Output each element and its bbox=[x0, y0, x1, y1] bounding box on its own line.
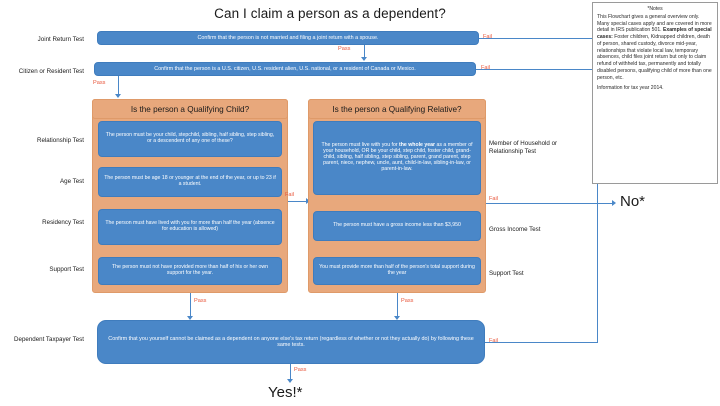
connector-joint-fail-h bbox=[479, 38, 598, 39]
label-dependent-taxpayer-test: Dependent Taxpayer Test bbox=[14, 336, 84, 343]
connector-qr-fail-h bbox=[486, 203, 597, 204]
label-support-test-right: Support Test bbox=[489, 270, 524, 277]
label-support-test-left: Support Test bbox=[49, 266, 84, 273]
edge-label-final-fail: Fail bbox=[489, 338, 499, 344]
edge-label-final-pass: Pass bbox=[294, 367, 307, 373]
edge-label-qc-fail: Fail bbox=[285, 192, 295, 198]
label-gross-income-test: Gross Income Test bbox=[489, 226, 541, 233]
box-qr-member-household-test[interactable]: The person must live with you for the wh… bbox=[313, 121, 481, 195]
edge-label-qc-pass: Pass bbox=[194, 298, 207, 304]
connector-final-pass-v bbox=[290, 364, 291, 379]
box-joint-return-test[interactable]: Confirm that the person is not married a… bbox=[97, 31, 479, 45]
arrow-joint-pass bbox=[361, 57, 367, 61]
box-qc-residency-test[interactable]: The person must have lived with you for … bbox=[98, 209, 282, 245]
edge-label-citizen-fail: Fail bbox=[481, 65, 491, 71]
box-qc-age-test[interactable]: The person must be age 18 or younger at … bbox=[98, 167, 282, 197]
arrow-qc-pass bbox=[187, 316, 193, 320]
qr-member-text: The person must live with you for the wh… bbox=[321, 142, 473, 172]
label-member-household-test: Member of Household or Relationship Test bbox=[489, 140, 558, 156]
arrow-citizen-pass bbox=[115, 94, 121, 98]
edge-label-joint-pass: Pass bbox=[338, 46, 351, 52]
edge-label-qr-pass: Pass bbox=[401, 298, 414, 304]
header-qualifying-child[interactable]: Is the person a Qualifying Child? bbox=[92, 99, 288, 119]
connector-to-no-h bbox=[597, 203, 614, 204]
terminal-no: No* bbox=[620, 193, 646, 210]
edge-label-citizen-pass: Pass bbox=[93, 80, 106, 86]
notes-panel: *Notes This Flowchart gives a general ov… bbox=[592, 2, 718, 184]
box-qr-support-test[interactable]: You must provide more than half of the p… bbox=[313, 257, 481, 285]
connector-qr-pass-v bbox=[397, 293, 398, 316]
arrow-to-no bbox=[612, 200, 616, 206]
connector-qc-pass-v bbox=[190, 293, 191, 316]
connector-citizen-fail-h bbox=[476, 69, 598, 70]
page-title: Can I claim a person as a dependent? bbox=[214, 6, 446, 21]
arrow-qr-pass bbox=[394, 316, 400, 320]
box-qc-support-test[interactable]: The person must not have provided more t… bbox=[98, 257, 282, 285]
box-qr-gross-income-test[interactable]: The person must have a gross income less… bbox=[313, 211, 481, 241]
notes-heading: *Notes bbox=[647, 6, 663, 12]
notes-paragraph-2: Information for tax year 2014. bbox=[597, 85, 664, 92]
edge-label-joint-return-fail: Fail bbox=[483, 34, 493, 40]
header-qualifying-relative[interactable]: Is the person a Qualifying Relative? bbox=[308, 99, 486, 119]
label-residency-test: Residency Test bbox=[42, 219, 84, 226]
connector-citizen-pass-v bbox=[118, 76, 119, 94]
label-relationship-test: Relationship Test bbox=[36, 137, 84, 144]
connector-final-fail-v bbox=[597, 203, 598, 342]
connector-final-fail-h bbox=[485, 342, 598, 343]
connector-joint-pass-v bbox=[364, 45, 365, 57]
arrow-final-pass bbox=[287, 379, 293, 383]
label-joint-return-test: Joint Return Test bbox=[37, 36, 84, 43]
notes-paragraph-1: This Flowchart gives a general overview … bbox=[597, 13, 712, 81]
box-citizen-resident-test[interactable]: Confirm that the person is a U.S. citize… bbox=[94, 62, 476, 76]
label-age-test: Age Test bbox=[60, 178, 84, 185]
terminal-yes: Yes!* bbox=[268, 384, 303, 401]
edge-label-qr-fail: Fail bbox=[489, 196, 499, 202]
box-qc-relationship-test[interactable]: The person must be your child, stepchild… bbox=[98, 121, 282, 157]
connector-qc-fail-h bbox=[288, 201, 310, 202]
box-dependent-taxpayer-test[interactable]: Confirm that you yourself cannot be clai… bbox=[97, 320, 485, 364]
label-citizen-resident-test: Citizen or Resident Test bbox=[18, 68, 84, 75]
